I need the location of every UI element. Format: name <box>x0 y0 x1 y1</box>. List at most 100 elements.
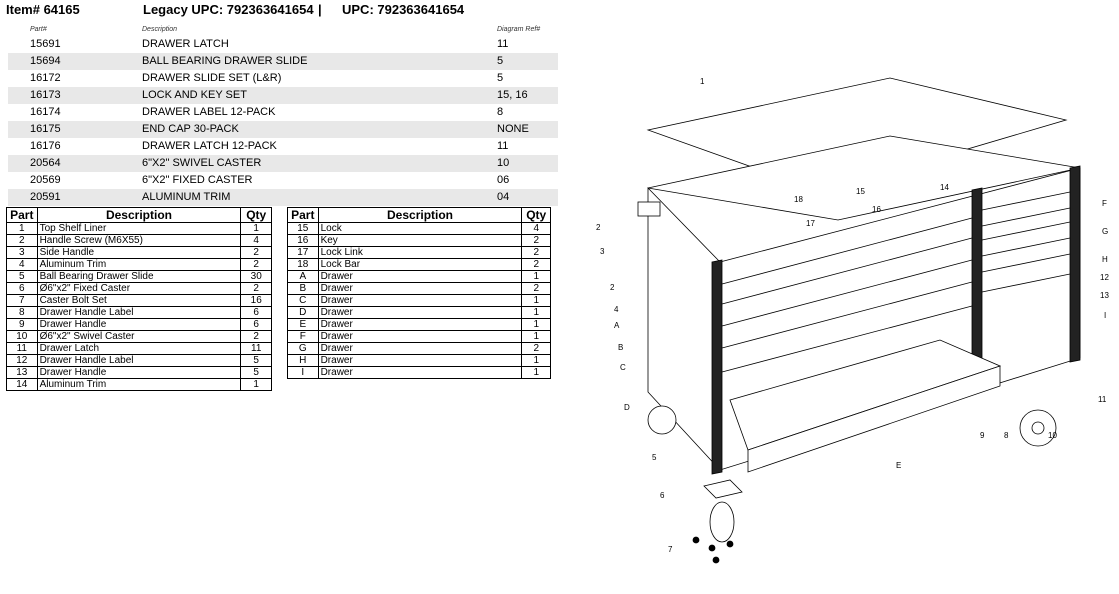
bom-qty: 4 <box>521 222 551 235</box>
bom-qty: 2 <box>521 342 551 355</box>
drawer-line <box>981 253 1071 273</box>
drawer-line <box>721 237 973 305</box>
part-description: ALUMINUM TRIM <box>142 191 231 203</box>
bom-description: Side Handle <box>36 246 242 259</box>
upc: UPC: 792363641654 <box>342 2 465 17</box>
callout-label: 1 <box>700 77 705 86</box>
diagram-callouts: 1 2 3 2 4 A B C D 5 6 7 18 17 15 16 14 F… <box>596 77 1109 554</box>
bom-qty: 1 <box>521 270 551 283</box>
drawer-line <box>981 237 1071 257</box>
bom-part: F <box>287 330 319 343</box>
aluminum-trim-left <box>711 259 723 475</box>
part-description: BALL BEARING DRAWER SLIDE <box>142 55 308 67</box>
drawer-line <box>981 191 1071 211</box>
exploded-parts-diagram: 1 2 3 2 4 A B C D 5 6 7 18 17 15 16 14 F… <box>596 77 1109 564</box>
part-description: DRAWER LABEL 12-PACK <box>142 106 276 118</box>
bom-description: Lock Bar <box>317 258 523 271</box>
bom-qty: 4 <box>240 234 272 247</box>
bom-qty: 6 <box>240 306 272 319</box>
bom-qty: 1 <box>521 366 551 379</box>
swivel-caster <box>1019 409 1057 447</box>
callout-label: I <box>1104 311 1106 320</box>
diagram-ref: 5 <box>497 72 504 84</box>
callout-label: 16 <box>872 205 881 214</box>
bom-qty: 1 <box>240 222 272 235</box>
diagram-ref: 11 <box>497 140 509 152</box>
bom-col-part: Part <box>287 207 319 223</box>
bom-part: 7 <box>6 294 38 307</box>
callout-label: 6 <box>660 491 665 500</box>
side-handle <box>637 201 661 217</box>
item-number: Item# 64165 <box>6 2 80 17</box>
part-number: 16175 <box>30 123 61 135</box>
bom-qty: 1 <box>240 378 272 391</box>
bom-qty: 1 <box>521 306 551 319</box>
part-number: 16174 <box>30 106 61 118</box>
bom-part: 8 <box>6 306 38 319</box>
callout-label: D <box>624 403 630 412</box>
part-number: 16176 <box>30 140 61 152</box>
bom-qty: 5 <box>240 354 272 367</box>
bom-part: 4 <box>6 258 38 271</box>
callout-label: 18 <box>794 195 803 204</box>
drawer-e-front <box>747 365 1001 473</box>
part-number: 15691 <box>30 38 61 50</box>
callout-label: 3 <box>600 247 605 256</box>
callout-label: 7 <box>668 545 673 554</box>
callout-label: 11 <box>1098 395 1107 404</box>
callout-label: E <box>896 461 901 470</box>
bom-description: Drawer Handle Label <box>36 306 242 319</box>
bom-qty: 2 <box>521 234 551 247</box>
diagram-line-art <box>637 77 1081 564</box>
bom-part: 12 <box>6 354 38 367</box>
bom-qty: 5 <box>240 366 272 379</box>
bom-description: Drawer <box>317 270 523 283</box>
bom-description: Key <box>317 234 523 247</box>
bom-qty: 1 <box>521 294 551 307</box>
diagram-ref: 15, 16 <box>497 89 528 101</box>
bom-qty: 6 <box>240 318 272 331</box>
bom-description: Drawer Latch <box>36 342 242 355</box>
callout-label: 15 <box>856 187 865 196</box>
bom-description: Drawer Handle Label <box>36 354 242 367</box>
bom-part: G <box>287 342 319 355</box>
drawer-line <box>981 221 1071 241</box>
callout-label: F <box>1102 199 1107 208</box>
bom-qty: 2 <box>521 246 551 259</box>
callout-label: 10 <box>1048 431 1057 440</box>
bom-part: E <box>287 318 319 331</box>
diagram-ref: 5 <box>497 55 504 67</box>
bom-part: C <box>287 294 319 307</box>
bom-description: Lock <box>317 222 523 235</box>
bom-part: D <box>287 306 319 319</box>
caster-hub <box>1031 421 1045 435</box>
bom-part: 14 <box>6 378 38 391</box>
drawer-line <box>721 217 973 285</box>
bom-part: 2 <box>6 234 38 247</box>
bom-description: Lock Link <box>317 246 523 259</box>
bom-part: 5 <box>6 270 38 283</box>
callout-label: B <box>618 343 623 352</box>
bom-part: 15 <box>287 222 319 235</box>
callout-label: H <box>1102 255 1108 264</box>
part-number: 16172 <box>30 72 61 84</box>
caster-bolt <box>712 556 720 564</box>
bom-description: Aluminum Trim <box>36 378 242 391</box>
